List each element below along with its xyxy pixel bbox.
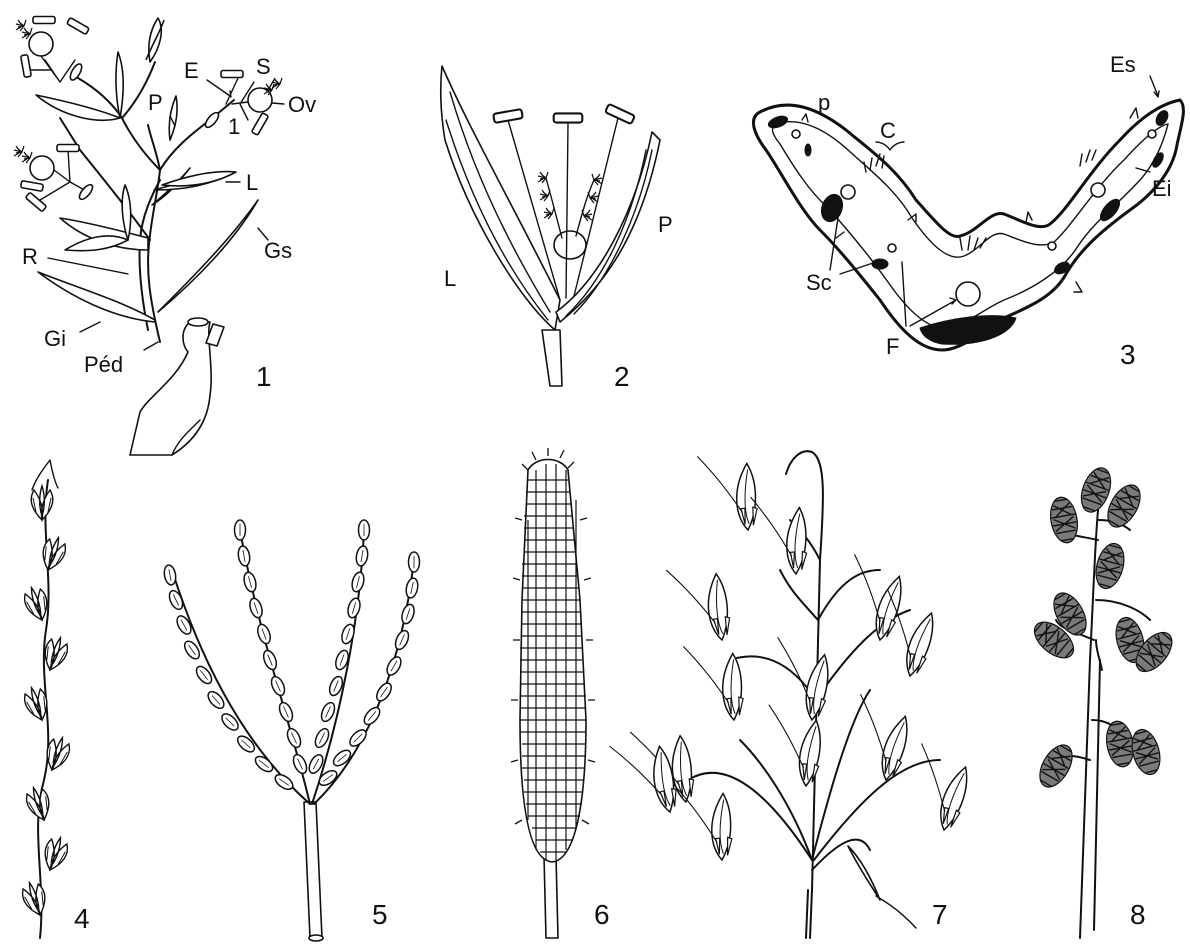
pedicel-stalk	[130, 322, 211, 455]
label-Ped: Péd	[84, 352, 123, 377]
label-R: R	[22, 244, 38, 269]
figure-number-7: 7	[932, 899, 948, 930]
label-F: F	[886, 334, 899, 359]
label-lodicule-1: 1	[228, 114, 240, 139]
figure-5-digitate-inflorescence: 5	[163, 520, 420, 941]
label-Ov: Ov	[288, 92, 316, 117]
label-Es: Es	[1110, 52, 1136, 77]
label-L: L	[444, 266, 456, 291]
label-Sc: Sc	[806, 270, 832, 295]
figure-number-1: 1	[256, 361, 272, 392]
upper-glume	[158, 200, 258, 312]
label-E: E	[184, 58, 199, 83]
figure-8-panicle-clustered: 8	[1028, 464, 1179, 938]
figure-number-5: 5	[372, 899, 388, 930]
figure-4-spike: 4	[19, 460, 89, 938]
label-p: p	[818, 90, 830, 115]
figure-6-spike-dense: 6	[511, 448, 610, 938]
epidermis-outline	[753, 100, 1183, 350]
lower-glume	[38, 272, 155, 322]
figure-number-8: 8	[1130, 899, 1146, 930]
figure-1-flower-branch: E S Ov P L Gs R Gi Péd 1 1	[14, 17, 316, 456]
figure-number-6: 6	[594, 899, 610, 930]
figure-number-2: 2	[614, 361, 630, 392]
figure-number-4: 4	[74, 903, 90, 934]
label-S: S	[256, 54, 271, 79]
figure-7-panicle-oat: 7	[609, 449, 973, 938]
label-Gi: Gi	[44, 326, 66, 351]
label-Ei: Ei	[1152, 176, 1172, 201]
figure-2-floret: L P 2	[441, 66, 673, 392]
glumelle-leaf	[162, 172, 236, 186]
main-axis	[148, 125, 160, 342]
label-P: P	[148, 90, 163, 115]
lemma	[441, 66, 560, 330]
label-L: L	[246, 170, 258, 195]
figure-3-leaf-cross-section: p C Es Ei Sc F 3	[753, 52, 1183, 370]
label-C: C	[880, 118, 896, 143]
figure-number-3: 3	[1120, 339, 1136, 370]
label-P: P	[658, 212, 673, 237]
label-Gs: Gs	[264, 238, 292, 263]
